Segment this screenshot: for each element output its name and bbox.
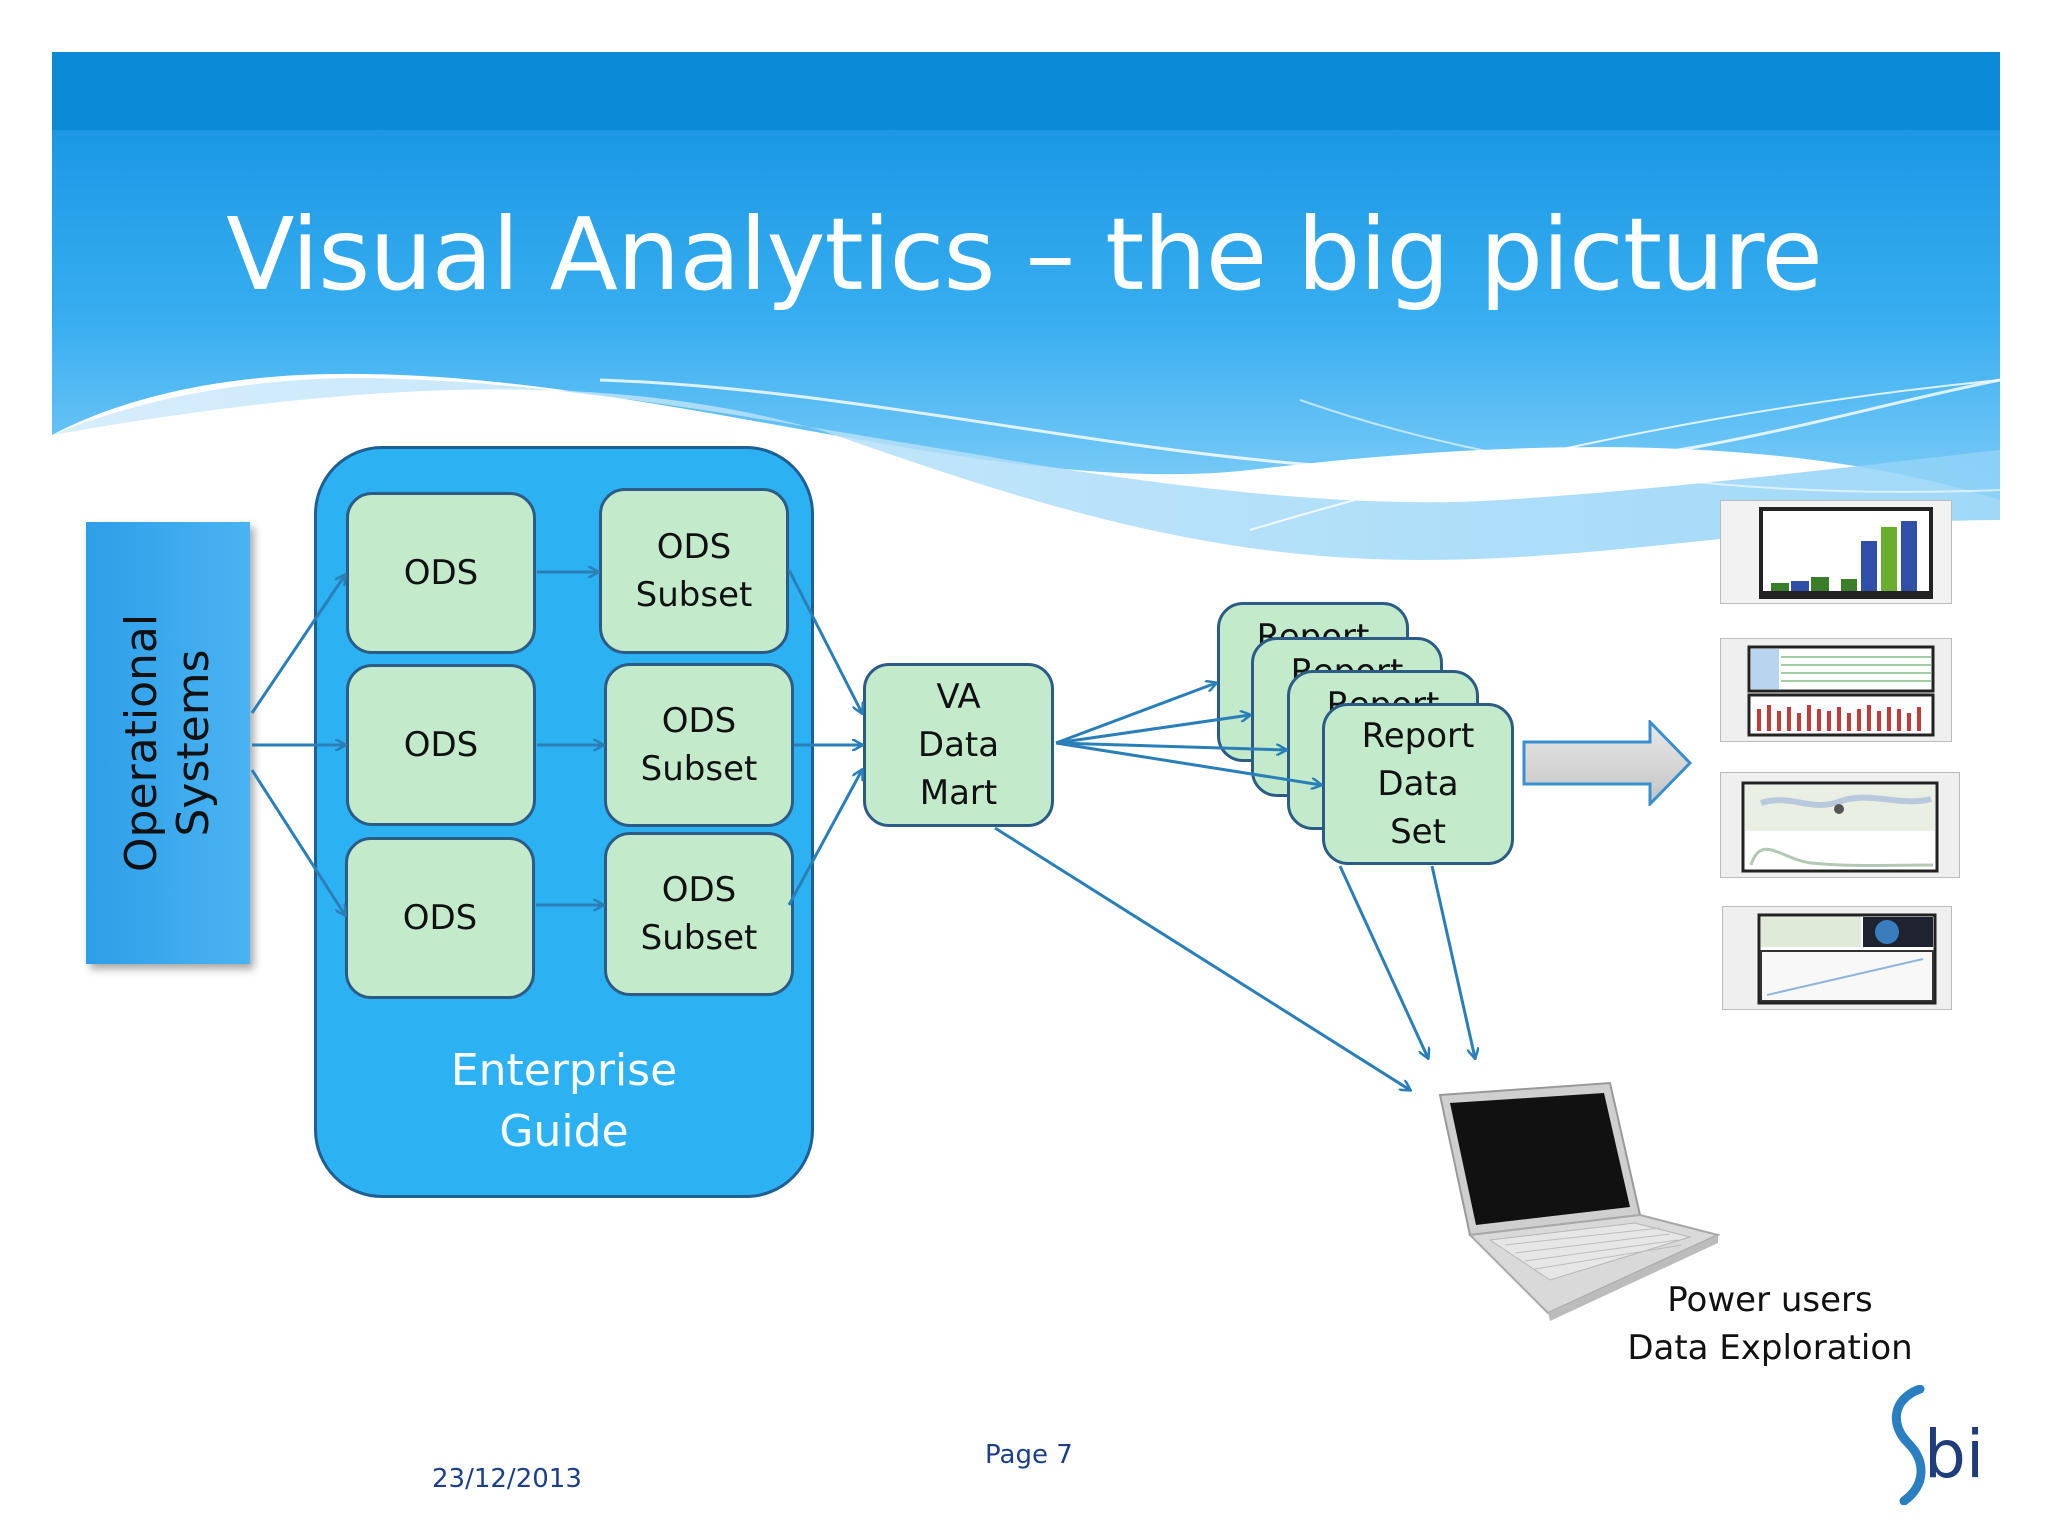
bar-chart-thumbnail-icon [1721, 501, 1951, 603]
sbi-logo: bi [1891, 1385, 1984, 1505]
footer-page-number: Page 7 [985, 1440, 1073, 1470]
ods-subset-1-line-1: ODS [656, 527, 732, 567]
va-data-mart-line-2: Data [917, 725, 1000, 765]
power-users-label: Power users Data Exploration [1580, 1276, 1960, 1372]
enterprise-guide-label: Enterprise Guide [314, 1040, 814, 1162]
arrow-report-to-laptop-2 [1430, 865, 1475, 1058]
arrow-opsys-to-ods-1 [250, 575, 345, 714]
dashboard-thumbnail [1720, 500, 1952, 604]
ods-subset-2-line-1: ODS [661, 701, 737, 741]
va-data-mart-line-1: VA [936, 677, 981, 717]
ods-label-3: ODS [402, 898, 478, 938]
report-data-set-line-2: Data [1377, 764, 1459, 804]
va-data-mart-node: VA Data Mart [863, 663, 1054, 827]
ods-subset-node-2: ODS Subset [604, 663, 794, 827]
ods-subset-2-line-2: Subset [640, 749, 758, 789]
va-data-mart-line-3: Mart [919, 773, 998, 813]
arrow-report-to-laptop-1 [1338, 865, 1428, 1058]
logo-text: bi [1924, 1416, 1984, 1493]
operational-systems-box [86, 522, 250, 964]
power-users-line-2: Data Exploration [1627, 1328, 1913, 1368]
table-dashboard-thumbnail-icon [1721, 639, 1951, 741]
report-data-set-line-3: Set [1390, 812, 1446, 852]
power-users-line-1: Power users [1667, 1280, 1873, 1320]
globe-dashboard-thumbnail-icon [1723, 907, 1951, 1009]
header-wave-background [52, 52, 2001, 560]
enterprise-guide-line-2: Guide [499, 1106, 629, 1157]
laptop-icon [1438, 1081, 1720, 1321]
dashboard-thumbnail [1722, 906, 1952, 1010]
ods-subset-node-3: ODS Subset [604, 832, 794, 996]
ods-label-2: ODS [403, 725, 479, 765]
dashboard-thumbnail [1720, 638, 1952, 742]
ods-subset-1-line-2: Subset [635, 575, 753, 615]
arrow-mart-to-report-2 [1055, 715, 1250, 745]
arrow-mart-to-report-4 [1055, 741, 1321, 785]
ods-subset-3-line-1: ODS [661, 870, 737, 910]
arrow-subset-1-to-mart [787, 569, 862, 713]
arrow-opsys-to-ods-3 [250, 769, 345, 915]
map-dashboard-thumbnail-icon [1721, 773, 1959, 877]
ods-node-1: ODS [346, 492, 536, 654]
slide-title: Visual Analytics – the big picture [226, 196, 1823, 313]
ods-label-1: ODS [403, 553, 479, 593]
footer-date: 23/12/2013 [432, 1464, 582, 1494]
ods-node-2: ODS [346, 664, 536, 826]
right-arrow-icon [1522, 720, 1693, 806]
report-data-set-line-1: Report [1361, 716, 1475, 756]
arrow-subset-3-to-mart [787, 770, 862, 906]
report-data-set-node: Report Data Set [1322, 703, 1514, 865]
ods-subset-3-line-2: Subset [640, 918, 758, 958]
ods-node-3: ODS [345, 837, 535, 999]
arrow-mart-to-laptop [994, 826, 1410, 1090]
dashboard-thumbnail [1720, 772, 1960, 878]
arrow-mart-to-report-3 [1055, 741, 1286, 750]
ods-subset-node-1: ODS Subset [599, 488, 789, 654]
enterprise-guide-line-1: Enterprise [450, 1045, 678, 1096]
arrow-mart-to-report-1 [1055, 683, 1216, 745]
